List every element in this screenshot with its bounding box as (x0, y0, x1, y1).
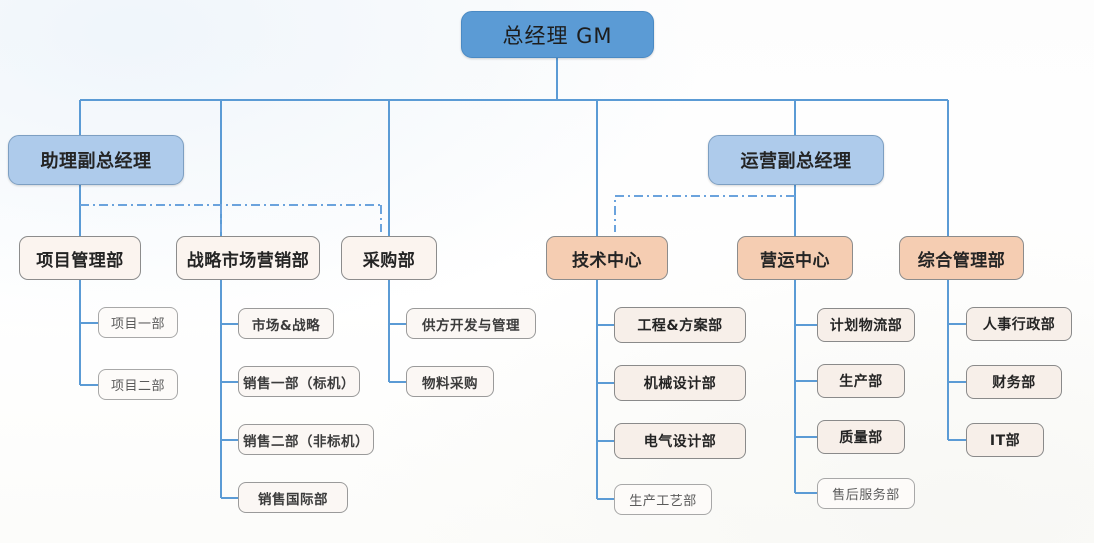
node-label: 质量部 (839, 430, 883, 446)
node-label: 项目二部 (110, 379, 165, 394)
node-label: 机械设计部 (643, 376, 717, 392)
node-label: 生产工艺部 (629, 494, 697, 509)
node-production-dept[interactable]: 生产部 (817, 364, 905, 398)
node-hr-admin-dept[interactable]: 人事行政部 (966, 307, 1072, 341)
node-after-sales-service-dept[interactable]: 售后服务部 (817, 478, 915, 509)
node-general-manager[interactable]: 总经理 GM (461, 11, 654, 58)
node-label: 助理副总经理 (40, 151, 152, 172)
node-label: 技术中心 (572, 250, 642, 271)
node-finance-dept[interactable]: 财务部 (966, 365, 1062, 399)
node-label: 销售国际部 (258, 491, 328, 508)
node-label: IT部 (989, 433, 1021, 449)
node-label: 售后服务部 (832, 488, 900, 503)
node-electrical-design-dept[interactable]: 电气设计部 (614, 423, 746, 459)
node-engineering-solution-dept[interactable]: 工程&方案部 (614, 307, 746, 343)
node-label: 供方开发与管理 (422, 317, 520, 334)
node-label: 生产部 (839, 374, 883, 390)
node-quality-dept[interactable]: 质量部 (817, 420, 905, 454)
node-planning-logistics-dept[interactable]: 计划物流部 (817, 308, 915, 342)
node-label: 战略市场营销部 (186, 250, 310, 271)
node-technology-center[interactable]: 技术中心 (546, 236, 668, 280)
node-label: 销售一部（标机） (243, 375, 355, 392)
node-operations-center[interactable]: 营运中心 (737, 236, 853, 280)
node-label: 销售二部（非标机） (243, 433, 369, 450)
node-label: 运营副总经理 (740, 151, 852, 172)
node-strategic-marketing-dept[interactable]: 战略市场营销部 (176, 236, 320, 280)
node-it-dept[interactable]: IT部 (966, 423, 1044, 457)
node-project-team-1[interactable]: 项目一部 (98, 307, 178, 338)
node-supplier-development[interactable]: 供方开发与管理 (406, 308, 536, 339)
node-assistant-vice-gm[interactable]: 助理副总经理 (8, 135, 184, 185)
node-label: 项目管理部 (36, 250, 124, 271)
node-project-team-2[interactable]: 项目二部 (98, 369, 178, 400)
node-label: 工程&方案部 (637, 318, 723, 334)
node-label: 项目一部 (110, 317, 165, 332)
node-label: 采购部 (362, 250, 416, 271)
node-label: 物料采购 (422, 375, 478, 392)
node-label: 电气设计部 (643, 434, 717, 450)
node-label: 营运中心 (760, 250, 830, 271)
node-label: 人事行政部 (982, 317, 1056, 333)
node-label: 计划物流部 (829, 318, 903, 334)
node-sales-international[interactable]: 销售国际部 (238, 482, 348, 513)
node-sales-dept-2-nonstandard[interactable]: 销售二部（非标机） (238, 424, 374, 455)
node-label: 综合管理部 (917, 250, 1006, 271)
node-general-admin-dept[interactable]: 综合管理部 (899, 236, 1024, 280)
node-mechanical-design-dept[interactable]: 机械设计部 (614, 365, 746, 401)
node-label: 总经理 GM (502, 23, 613, 48)
node-label: 财务部 (992, 375, 1036, 391)
node-purchasing-dept[interactable]: 采购部 (341, 236, 437, 280)
node-market-strategy[interactable]: 市场&战略 (238, 308, 334, 339)
node-label: 市场&战略 (251, 317, 321, 334)
node-sales-dept-1-standard[interactable]: 销售一部（标机） (238, 366, 360, 397)
line-dotted-right-opsvp-to-tech (614, 195, 795, 232)
node-project-management-dept[interactable]: 项目管理部 (19, 236, 141, 280)
node-production-process-dept[interactable]: 生产工艺部 (614, 484, 712, 515)
node-operations-vice-gm[interactable]: 运营副总经理 (708, 135, 884, 185)
node-material-procurement[interactable]: 物料采购 (406, 366, 494, 397)
